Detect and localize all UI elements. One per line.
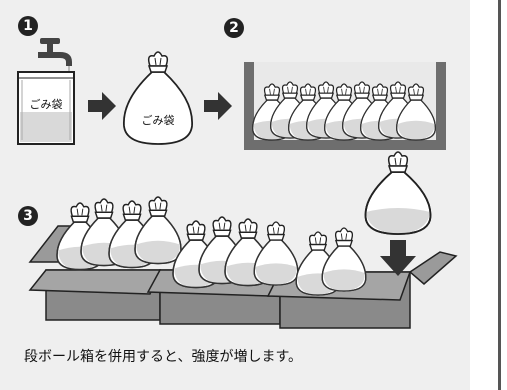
tied-bag-label: ごみ袋	[142, 113, 175, 127]
bin-bag-label: ごみ袋	[30, 97, 63, 111]
tied-bag-icon	[123, 51, 193, 145]
bin-with-bags	[244, 62, 446, 150]
divider-line	[498, 0, 501, 390]
arrow-right-icon	[88, 92, 116, 120]
bag-in-bin-icon	[17, 71, 75, 145]
cardboard-boxes	[28, 197, 458, 329]
caption-text: 段ボール箱を併用すると、強度が増します。	[24, 349, 303, 365]
illustration: ごみ袋 ごみ袋	[17, 38, 458, 329]
arrow-right-icon	[204, 92, 232, 120]
step-3-badge: 3	[18, 206, 38, 226]
step-1-badge: 1	[18, 16, 38, 36]
arrow-down-icon	[380, 240, 416, 276]
dropping-bag-icon	[364, 151, 432, 235]
step-2-badge: 2	[224, 18, 244, 38]
